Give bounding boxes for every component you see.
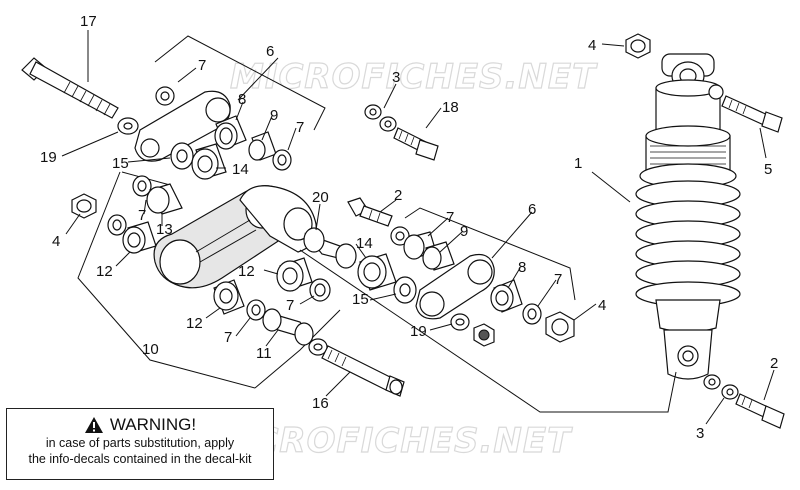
nut-center — [473, 323, 495, 347]
bolt-2-lower — [735, 393, 785, 429]
callout-6: 6 — [528, 201, 536, 218]
warning-title: WARNING! — [109, 415, 197, 434]
callout-9: 9 — [460, 223, 468, 240]
callout-7: 7 — [554, 271, 562, 288]
spacer-9-upper — [248, 131, 277, 161]
callout-8: 8 — [518, 259, 526, 276]
bushing-14-upper — [191, 143, 227, 180]
callout-7: 7 — [198, 57, 206, 74]
callout-4: 4 — [598, 297, 606, 314]
callout-12: 12 — [96, 263, 113, 280]
callout-4: 4 — [588, 37, 596, 54]
bolt-18 — [393, 127, 439, 161]
callout-19: 19 — [410, 323, 427, 340]
bushing-8-upper — [214, 115, 247, 150]
callout-2: 2 — [770, 355, 778, 372]
callout-14: 14 — [356, 235, 373, 252]
callout-10: 10 — [142, 341, 159, 358]
callout-7: 7 — [296, 119, 304, 136]
callout-7: 7 — [224, 329, 232, 346]
callout-11: 11 — [256, 345, 272, 362]
needle-bearing-12-middle — [276, 257, 313, 292]
callout-6: 6 — [266, 43, 274, 60]
needle-bearing-12-left — [122, 221, 157, 254]
bolt-5 — [721, 95, 783, 133]
group-bracket-upper — [77, 35, 576, 389]
callout-7: 7 — [286, 297, 294, 314]
callout-15: 15 — [112, 155, 129, 172]
needle-bearing-12-bottom — [213, 279, 245, 315]
bushing-13 — [146, 183, 183, 215]
nut-4-right — [545, 311, 575, 343]
callout-8: 8 — [238, 91, 246, 108]
callout-19: 19 — [40, 149, 57, 166]
callout-numbers: 17 6 7 3 8 18 9 7 19 15 14 7 13 4 12 20 … — [40, 13, 778, 442]
callout-16: 17 — [80, 13, 97, 30]
warning-triangle-icon — [84, 417, 103, 433]
callout-18: 18 — [442, 99, 459, 116]
callout-3: 3 — [392, 69, 400, 86]
spacer-11 — [262, 308, 314, 346]
bushing-8-right — [490, 279, 523, 313]
leader-lines — [61, 30, 775, 425]
callout-12: 12 — [186, 315, 203, 332]
watermark-top: MICROFICHES.NET — [230, 57, 598, 97]
callout-14: 14 — [232, 161, 249, 178]
bolt-2-middle — [347, 197, 393, 227]
callout-13: 13 — [156, 221, 173, 238]
warning-title-row: WARNING! — [7, 415, 273, 435]
callout-20: 20 — [312, 189, 329, 206]
nut-4-top — [625, 33, 651, 59]
callout-17: 16 — [312, 395, 329, 412]
callout-9: 9 — [270, 107, 278, 124]
link-plate-6-upper — [134, 90, 231, 162]
callout-12: 12 — [238, 263, 255, 280]
callout-1: 1 — [574, 155, 582, 172]
callout-4: 4 — [52, 233, 60, 250]
rocker-link-10 — [153, 185, 317, 289]
shock-absorber-1 — [635, 53, 741, 380]
spacer-20 — [303, 227, 357, 269]
callout-3: 3 — [696, 425, 704, 442]
washer-5 — [708, 84, 724, 100]
callout-5: 5 — [764, 161, 772, 178]
bushing-14-right — [357, 253, 397, 291]
callout-7: 7 — [138, 207, 146, 224]
callout-15: 15 — [352, 291, 369, 308]
warning-line-1: in case of parts substitution, apply — [45, 436, 235, 450]
callout-7: 7 — [446, 209, 454, 226]
reference-line-linkage-to-shock — [299, 249, 677, 413]
warning-line-2: the info-decals contained in the decal-k… — [28, 452, 252, 466]
nut-4-left — [71, 193, 97, 219]
callout-2: 2 — [394, 187, 402, 204]
spacer-9-right — [422, 241, 455, 271]
bolt-16 — [21, 57, 119, 119]
bolt-17 — [321, 345, 405, 397]
warning-box: WARNING! in case of parts substitution, … — [6, 408, 274, 480]
link-plate-6-right — [415, 253, 495, 320]
